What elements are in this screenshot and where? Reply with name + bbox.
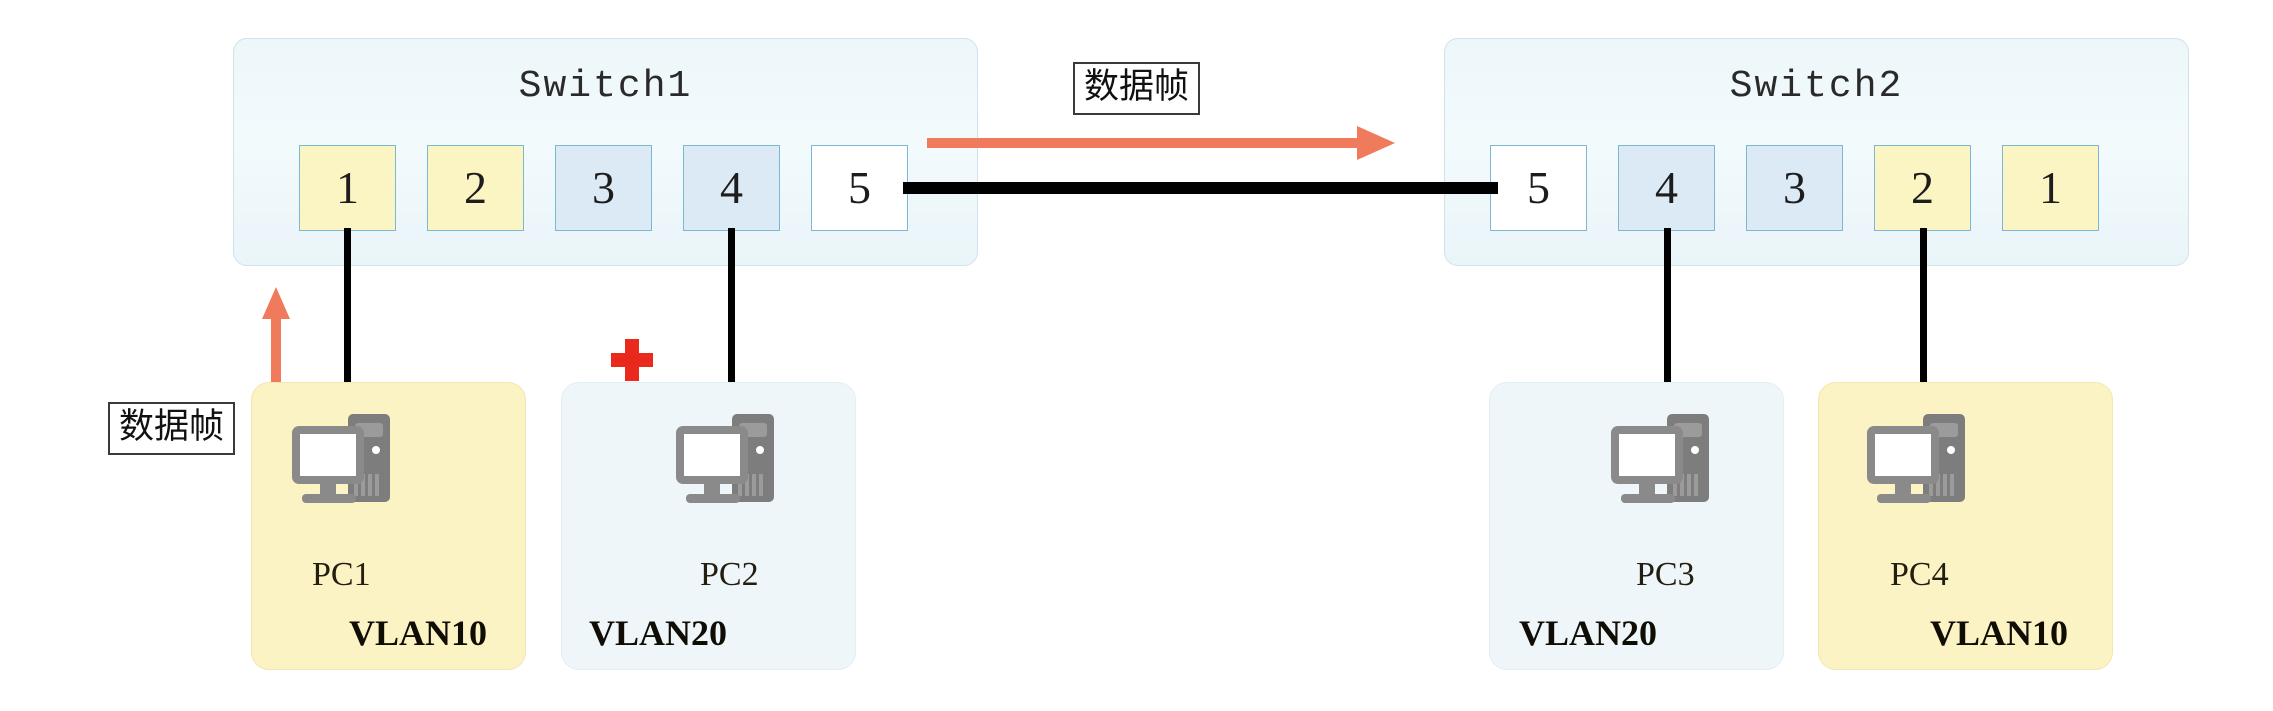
switch2-port-3[interactable]: 3 bbox=[1746, 145, 1843, 231]
switch1-port-4[interactable]: 4 bbox=[683, 145, 780, 231]
switch1-port-3[interactable]: 3 bbox=[555, 145, 652, 231]
cable-switch1-port1-to-pc1 bbox=[344, 228, 351, 433]
host-label-pc2: PC2 bbox=[700, 556, 759, 593]
desktop-computer-icon-pc1 bbox=[288, 408, 423, 523]
switch1-title: Switch1 bbox=[518, 65, 693, 108]
desktop-computer-icon-pc3 bbox=[1607, 408, 1742, 523]
host-label-pc3: PC3 bbox=[1636, 556, 1695, 593]
desktop-computer-icon-pc4 bbox=[1863, 408, 1998, 523]
port-number-label: 4 bbox=[1655, 162, 1678, 213]
port-number-label: 1 bbox=[2039, 162, 2062, 213]
switch1-port-1[interactable]: 1 bbox=[299, 145, 396, 231]
port-number-label: 5 bbox=[1527, 162, 1550, 213]
switch2-port-4[interactable]: 4 bbox=[1618, 145, 1715, 231]
host-panel-pc4[interactable] bbox=[1818, 382, 2113, 670]
desktop-computer-icon-pc2 bbox=[672, 408, 807, 523]
trunk-link-cable bbox=[903, 182, 1498, 194]
port-number-label: 3 bbox=[592, 162, 615, 213]
cable-switch2-port2-to-pc4 bbox=[1920, 228, 1927, 418]
vlan-label-pc2: VLAN20 bbox=[589, 613, 728, 653]
red-cross-icon-pc2 bbox=[608, 337, 656, 390]
cable-switch2-port4-to-pc3 bbox=[1664, 228, 1671, 418]
cable-switch1-port4-to-pc2 bbox=[728, 228, 735, 418]
frame-label-pc1: 数据帧 bbox=[108, 402, 236, 456]
switch1-port-5[interactable]: 5 bbox=[811, 145, 908, 231]
vlan-label-pc3: VLAN20 bbox=[1519, 613, 1658, 653]
vlan-label-pc1: VLAN10 bbox=[349, 613, 488, 653]
port-number-label: 1 bbox=[336, 162, 359, 213]
port-number-label: 5 bbox=[848, 162, 871, 213]
vlan-label-pc4: VLAN10 bbox=[1930, 613, 2069, 653]
port-number-label: 2 bbox=[1911, 162, 1934, 213]
switch2-port-1[interactable]: 1 bbox=[2002, 145, 2099, 231]
switch2-title: Switch2 bbox=[1729, 65, 1904, 108]
port-number-label: 3 bbox=[1783, 162, 1806, 213]
host-label-pc1: PC1 bbox=[312, 556, 371, 593]
arrow-right-icon bbox=[927, 126, 1395, 160]
frame-label-trunk: 数据帧 bbox=[1073, 62, 1201, 116]
switch2-port-5[interactable]: 5 bbox=[1490, 145, 1587, 231]
port-number-label: 4 bbox=[720, 162, 743, 213]
port-number-label: 2 bbox=[464, 162, 487, 213]
switch2-port-2[interactable]: 2 bbox=[1874, 145, 1971, 231]
switch1-port-2[interactable]: 2 bbox=[427, 145, 524, 231]
host-label-pc4: PC4 bbox=[1890, 556, 1949, 593]
